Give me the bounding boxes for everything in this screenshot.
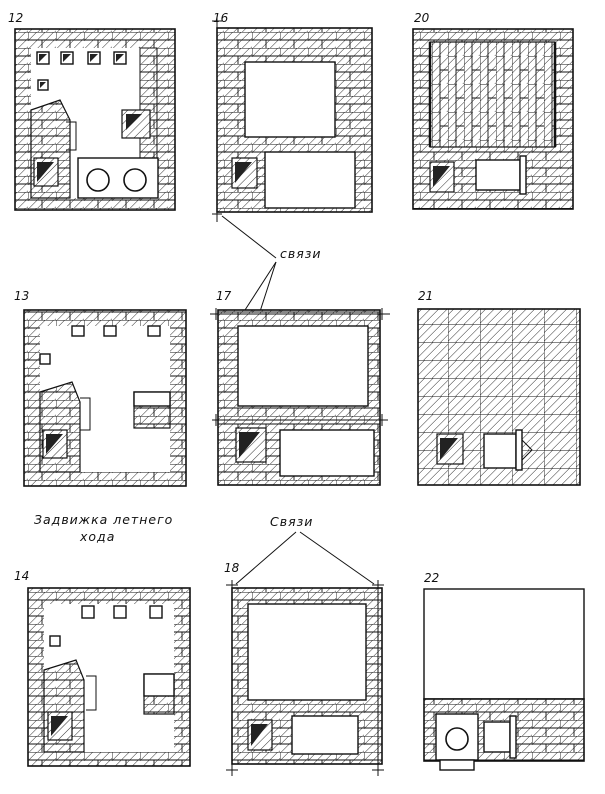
panel-label-18: 18 xyxy=(224,561,240,575)
ties-label-top: связи xyxy=(280,246,322,261)
panel-label-17: 17 xyxy=(216,289,232,303)
summer-damper-annotation: Задвижка летнего хода xyxy=(34,512,173,544)
chamber xyxy=(237,325,369,407)
burner xyxy=(123,168,147,192)
damper-label-line1: Задвижка летнего xyxy=(34,512,173,527)
panel-label-14: 14 xyxy=(14,569,29,583)
damper-label-line2: хода xyxy=(79,529,115,544)
panel-label-13: 13 xyxy=(14,289,29,303)
brick-field xyxy=(429,41,556,148)
panel-label-16: 16 xyxy=(213,11,229,25)
panel-label-20: 20 xyxy=(414,11,430,25)
panel-18: 18 xyxy=(224,561,384,776)
chamber xyxy=(247,603,367,701)
chamber xyxy=(423,588,585,700)
burner xyxy=(86,168,110,192)
panel-label-12: 12 xyxy=(8,11,23,25)
panel-22: 22 xyxy=(423,571,585,771)
panel-17: 17 xyxy=(210,289,390,486)
panel-label-22: 22 xyxy=(424,571,439,585)
panel-21: 21 xyxy=(417,289,581,486)
panel-12: 12 xyxy=(8,11,176,211)
panel-14: 14 xyxy=(14,569,191,767)
panel-13: 13 xyxy=(14,289,187,487)
chamber xyxy=(244,61,336,138)
cooktop xyxy=(77,157,159,199)
firebox-door xyxy=(435,713,479,761)
panel-label-21: 21 xyxy=(418,289,433,303)
panel-20: 20 xyxy=(412,11,574,210)
panel-16: 16 xyxy=(212,11,373,222)
ties-annotation-bottom: Связи xyxy=(235,514,375,585)
ties-label-bottom: Связи xyxy=(270,514,313,529)
